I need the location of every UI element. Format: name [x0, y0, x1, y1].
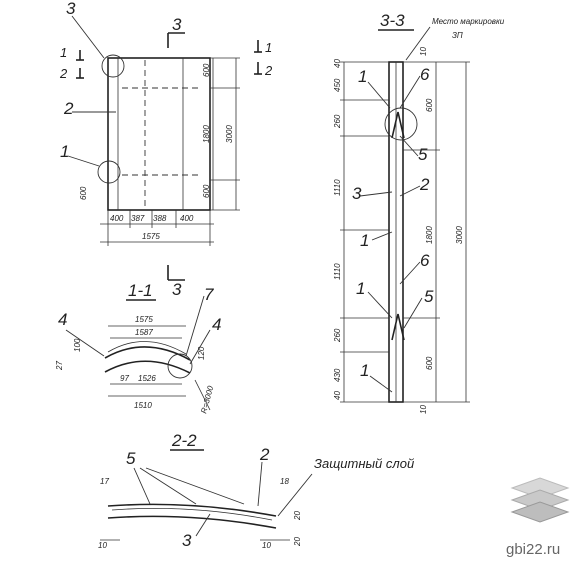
section-mark-top: 3 [172, 15, 182, 34]
cut-mark-1-right: 1 [265, 40, 272, 55]
dim-97: 97 [120, 374, 129, 383]
callout-5-a: 5 [418, 145, 428, 164]
callout-3-b: 3 [352, 184, 362, 203]
callout-1-c: 1 [356, 279, 365, 298]
dim-450: 450 [333, 78, 342, 92]
dim-600-bottom: 600 [202, 184, 211, 198]
slab-arc-2-2-bottom [107, 515, 277, 529]
elevation-view: 3 3 1 2 1 2 3 2 1 600 1800 600 3000 600 [59, 0, 273, 299]
callout-1-d: 1 [360, 361, 369, 380]
slab-arc-outer [104, 346, 191, 361]
radius-r3000: R=3000 [199, 384, 215, 414]
site-logo [510, 477, 570, 523]
dim-120: 120 [197, 346, 206, 360]
dim-27: 27 [55, 361, 64, 371]
dim-400-right: 400 [180, 214, 194, 223]
callout-1-b: 1 [360, 231, 369, 250]
dim-40-bottom: 40 [333, 391, 342, 400]
marking-label: Место маркировки [432, 17, 505, 26]
dim-1110-b: 1110 [333, 263, 342, 280]
protective-layer-label: Защитный слой [314, 456, 414, 471]
section-1-1: 1-1 1575 1587 1526 1510 97 100 27 120 R=… [55, 281, 221, 415]
section-3-3: 3-3 Место маркировки ЗП 40 450 260 1110 … [333, 11, 505, 414]
lifting-loop-top [391, 111, 405, 139]
detail-circle-top-3 [384, 107, 418, 141]
cut-mark-1-left: 1 [60, 45, 67, 60]
dim-600-a: 600 [425, 98, 434, 112]
slab-arc-inner [104, 360, 191, 374]
detail-circle-7 [167, 353, 193, 379]
dim-1575-sec: 1575 [135, 315, 153, 324]
callout-5-b: 5 [424, 287, 434, 306]
dim-430: 430 [333, 368, 342, 382]
dim-10-bottom: 10 [419, 405, 428, 414]
dim-1510: 1510 [134, 401, 152, 410]
callout-4-left: 4 [58, 310, 67, 329]
slab-arc-2-2-top [107, 503, 277, 517]
dim-3000-b: 3000 [455, 226, 464, 244]
marking-code: ЗП [452, 31, 463, 40]
callout-6-b: 6 [420, 251, 430, 270]
dim-20-a: 20 [293, 511, 302, 521]
dim-40-top: 40 [333, 59, 342, 68]
dim-10-b: 10 [262, 541, 271, 550]
dim-388: 388 [153, 214, 167, 223]
callout-1: 1 [60, 142, 69, 161]
dim-400-left: 400 [110, 214, 124, 223]
section-1-1-title: 1-1 [128, 281, 153, 300]
section-2-2-title: 2-2 [171, 431, 197, 450]
dim-10-a: 10 [98, 541, 107, 550]
section-2-2: 2-2 5 2 3 Защитный слой 17 10 18 20 10 2… [98, 431, 414, 550]
callout-2-b: 2 [419, 175, 430, 194]
detail-circle-top [101, 54, 125, 78]
dim-3000: 3000 [225, 125, 234, 143]
dim-1110-a: 1110 [333, 179, 342, 196]
dim-1526: 1526 [138, 374, 156, 383]
dim-20-b: 20 [293, 537, 302, 547]
slab-outline [107, 57, 211, 211]
dim-100: 100 [73, 338, 82, 352]
section-mark-bottom: 3 [172, 280, 182, 299]
dim-1800-b: 1800 [425, 226, 434, 244]
dim-600-top: 600 [202, 63, 211, 77]
dim-18: 18 [280, 477, 289, 486]
dim-600-left: 600 [79, 186, 88, 200]
callout-7: 7 [204, 285, 214, 304]
dim-1587: 1587 [135, 328, 153, 337]
callout-6-a: 6 [420, 65, 430, 84]
callout-3-c: 3 [182, 531, 192, 550]
dim-10-top: 10 [419, 47, 428, 56]
callout-5-c: 5 [126, 449, 136, 468]
callout-3: 3 [66, 0, 76, 18]
cut-mark-2-left: 2 [59, 66, 68, 81]
callout-1-a: 1 [358, 67, 367, 86]
lifting-loop-bottom [391, 313, 405, 341]
dim-17: 17 [100, 477, 109, 486]
cut-mark-2-right: 2 [264, 63, 273, 78]
dim-1800: 1800 [202, 125, 211, 143]
dim-260-bottom: 260 [333, 328, 342, 343]
dim-260-top: 260 [333, 114, 342, 129]
detail-circle-bottom [97, 160, 121, 184]
callout-2-c: 2 [259, 445, 270, 464]
section-3-3-title: 3-3 [380, 11, 405, 30]
callout-2: 2 [63, 99, 74, 118]
dim-600-b: 600 [425, 356, 434, 370]
watermark-text: gbi22.ru [506, 541, 560, 558]
dim-1575: 1575 [142, 232, 160, 241]
callout-4-right: 4 [212, 315, 221, 334]
dim-387: 387 [131, 214, 145, 223]
